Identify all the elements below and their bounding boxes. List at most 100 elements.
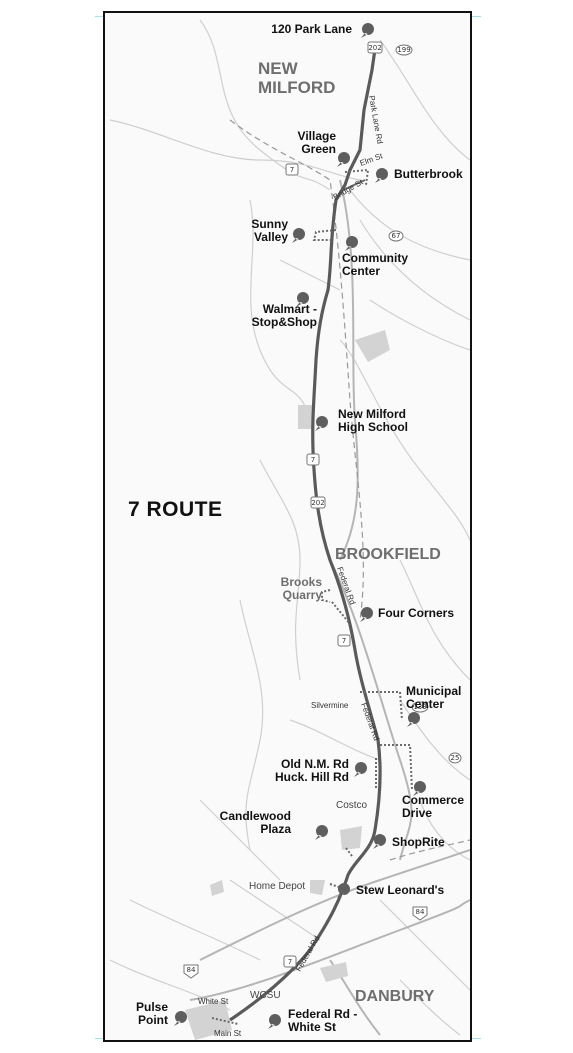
stop-label: Valley bbox=[254, 230, 288, 244]
stop-marker-icon bbox=[337, 883, 350, 898]
stop-label: Village bbox=[298, 129, 337, 143]
stop-label: Huck. Hill Rd bbox=[275, 770, 349, 784]
route-shields: 202 199 7 67 7 202 7 133 25 84 84 7 bbox=[183, 41, 462, 979]
svg-text:25: 25 bbox=[451, 754, 460, 762]
rail-line-east bbox=[389, 839, 470, 861]
stop-label: Walmart - bbox=[263, 302, 317, 316]
stop-marker-icon bbox=[375, 168, 388, 183]
town-label-brookfield: BROOKFIELD bbox=[335, 546, 441, 563]
place-label-home-depot: Home Depot bbox=[249, 881, 305, 892]
stop-marker-icon bbox=[296, 292, 309, 307]
stop-label: Plaza bbox=[260, 822, 291, 836]
stop-butterbrook: Butterbrook bbox=[375, 167, 463, 183]
road-label-elm: Elm St bbox=[359, 151, 385, 168]
road-label-federal-3: Federal Rd bbox=[294, 934, 322, 973]
route-deviations bbox=[211, 168, 413, 1025]
stop-markers: 120 Park LaneVillageGreenButterbrookSunn… bbox=[136, 22, 464, 1034]
stop-label: Four Corners bbox=[378, 606, 454, 620]
landmark-patches bbox=[185, 330, 390, 1040]
stop-label: Quarry bbox=[283, 588, 323, 602]
street-network bbox=[109, 19, 470, 1036]
stop-marker-icon bbox=[361, 23, 374, 38]
stop-label: Old N.M. Rd bbox=[281, 757, 349, 771]
stop-label: 120 Park Lane bbox=[271, 22, 352, 36]
svg-text:84: 84 bbox=[187, 966, 196, 974]
stop-shoprite: ShopRite bbox=[373, 834, 445, 849]
svg-text:199: 199 bbox=[397, 46, 410, 54]
stop-label: Pulse bbox=[136, 1000, 168, 1014]
road-label-park-lane: Park Lane Rd bbox=[367, 95, 384, 145]
svg-text:133: 133 bbox=[413, 703, 426, 711]
svg-text:84: 84 bbox=[416, 908, 425, 916]
stop-federal-white: Federal Rd -White St bbox=[268, 1007, 357, 1034]
svg-text:7: 7 bbox=[311, 456, 315, 464]
stop-label: White St bbox=[288, 1020, 336, 1034]
stop-marker-icon bbox=[315, 825, 328, 840]
stop-marker-icon bbox=[373, 834, 386, 849]
svg-text:7: 7 bbox=[288, 958, 292, 966]
stop-label: Sunny bbox=[251, 217, 288, 231]
svg-text:67: 67 bbox=[392, 232, 401, 240]
stop-label: Point bbox=[138, 1013, 168, 1027]
stop-label: Municipal bbox=[406, 684, 461, 698]
stop-marker-icon bbox=[354, 762, 367, 777]
stop-label: Brooks bbox=[281, 575, 323, 589]
stop-label: Candlewood bbox=[220, 809, 291, 823]
stop-marker-icon bbox=[407, 712, 420, 727]
road-label-white: White St bbox=[198, 997, 229, 1006]
stop-marker-icon bbox=[315, 416, 328, 431]
stop-label: Commerce bbox=[402, 793, 464, 807]
route-title: 7 ROUTE bbox=[128, 498, 223, 521]
stop-marker-icon bbox=[337, 152, 350, 167]
stop-marker-icon bbox=[292, 228, 305, 243]
stop-marker-icon bbox=[174, 1011, 187, 1026]
place-label-costco: Costco bbox=[336, 800, 368, 811]
road-label-main: Main St bbox=[214, 1029, 242, 1038]
stop-label: Federal Rd - bbox=[288, 1007, 357, 1021]
place-label-wcsu: WCSU bbox=[250, 990, 281, 1001]
town-label-danbury: DANBURY bbox=[355, 988, 435, 1005]
stop-label: ShopRite bbox=[392, 835, 445, 849]
road-label-federal-2: Federal Rd bbox=[359, 702, 381, 742]
stop-marker-icon bbox=[360, 607, 373, 622]
stop-marker-icon bbox=[413, 781, 426, 796]
stop-label: New Milford bbox=[338, 407, 406, 421]
svg-text:7: 7 bbox=[290, 166, 294, 174]
stop-stew-leonards: Stew Leonard's bbox=[337, 883, 445, 898]
stop-label: Center bbox=[342, 264, 380, 278]
svg-text:202: 202 bbox=[368, 44, 381, 52]
stop-park-lane: 120 Park Lane bbox=[271, 22, 374, 38]
stop-label: High School bbox=[338, 420, 408, 434]
stop-label: Stop&Shop bbox=[252, 315, 317, 329]
stop-marker-icon bbox=[345, 236, 358, 251]
stop-label: Community bbox=[342, 251, 408, 265]
svg-text:NEW: NEW bbox=[258, 59, 299, 78]
stop-four-corners: Four Corners bbox=[360, 606, 454, 622]
stop-label: Drive bbox=[402, 806, 432, 820]
svg-text:MILFORD: MILFORD bbox=[258, 78, 335, 97]
stop-label: Butterbrook bbox=[394, 167, 463, 181]
svg-text:7: 7 bbox=[342, 637, 346, 645]
stop-walmart: Walmart -Stop&Shop bbox=[252, 292, 317, 329]
town-label-new-milford: NEW MILFORD bbox=[258, 59, 335, 97]
route-deviation-small bbox=[342, 179, 366, 191]
stop-label: Stew Leonard's bbox=[356, 883, 445, 897]
road-label-bridge: Bridge St bbox=[332, 177, 366, 202]
stop-label: Green bbox=[301, 142, 336, 156]
stop-label: Center bbox=[406, 697, 444, 711]
bus-route-line bbox=[229, 41, 382, 1022]
road-label-silvermine: Silvermine bbox=[311, 701, 349, 710]
svg-text:202: 202 bbox=[311, 499, 324, 507]
stop-marker-icon bbox=[268, 1014, 281, 1029]
